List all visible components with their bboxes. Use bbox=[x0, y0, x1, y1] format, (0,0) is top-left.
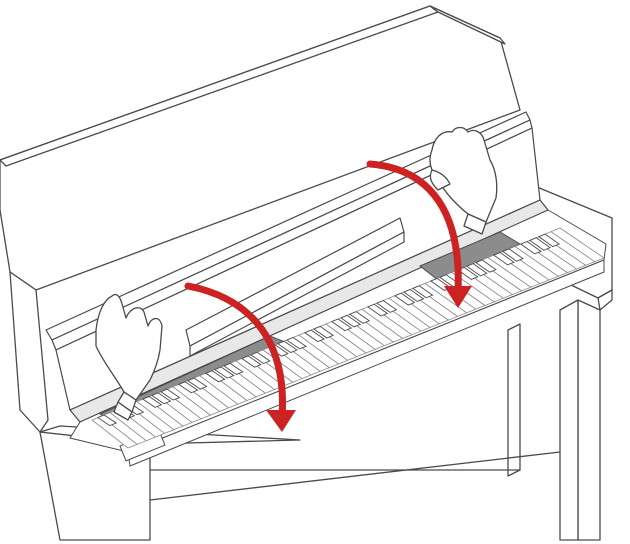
black-key bbox=[375, 300, 398, 313]
black-key bbox=[96, 414, 118, 427]
black-key bbox=[537, 233, 561, 248]
black-key bbox=[222, 362, 244, 375]
black-key bbox=[276, 340, 298, 354]
right-arrow-head bbox=[444, 286, 472, 308]
keyboard bbox=[91, 227, 605, 449]
black-key bbox=[465, 263, 488, 277]
black-key bbox=[528, 237, 551, 251]
right-arrow bbox=[366, 160, 462, 296]
key-slip-front bbox=[127, 259, 605, 467]
black-key bbox=[204, 370, 226, 383]
black-key bbox=[240, 355, 262, 368]
black-key bbox=[402, 288, 425, 302]
black-key bbox=[303, 329, 326, 343]
left-hand bbox=[95, 293, 163, 421]
black-key bbox=[492, 252, 515, 266]
right-hand bbox=[429, 126, 498, 235]
black-key bbox=[393, 292, 416, 306]
music-rest-face bbox=[189, 231, 405, 357]
black-key bbox=[141, 396, 163, 408]
black-key bbox=[312, 325, 335, 339]
black-key bbox=[411, 285, 434, 299]
black-key bbox=[366, 303, 389, 317]
black-key bbox=[456, 266, 479, 280]
black-key bbox=[249, 351, 271, 365]
left-side-panel bbox=[9, 271, 49, 433]
black-key bbox=[186, 377, 208, 390]
left-arrow bbox=[184, 282, 286, 422]
right-leg-inner bbox=[559, 299, 579, 541]
white-key bbox=[550, 227, 605, 263]
black-key bbox=[330, 318, 353, 332]
black-key bbox=[285, 336, 307, 350]
black-key bbox=[474, 259, 497, 273]
top-board-right-side bbox=[429, 5, 506, 45]
right-cheek-front bbox=[597, 289, 613, 311]
left-arrow-head bbox=[266, 410, 296, 432]
right-leg bbox=[577, 299, 601, 541]
floor-line-2 bbox=[149, 451, 561, 501]
black-key bbox=[339, 314, 362, 328]
black-key bbox=[159, 388, 181, 401]
inner-leg bbox=[507, 323, 521, 477]
black-key bbox=[519, 240, 542, 255]
black-key bbox=[501, 248, 524, 262]
black-key bbox=[150, 392, 172, 405]
black-key bbox=[177, 381, 199, 394]
black-key bbox=[348, 311, 371, 324]
black-key bbox=[213, 366, 235, 379]
